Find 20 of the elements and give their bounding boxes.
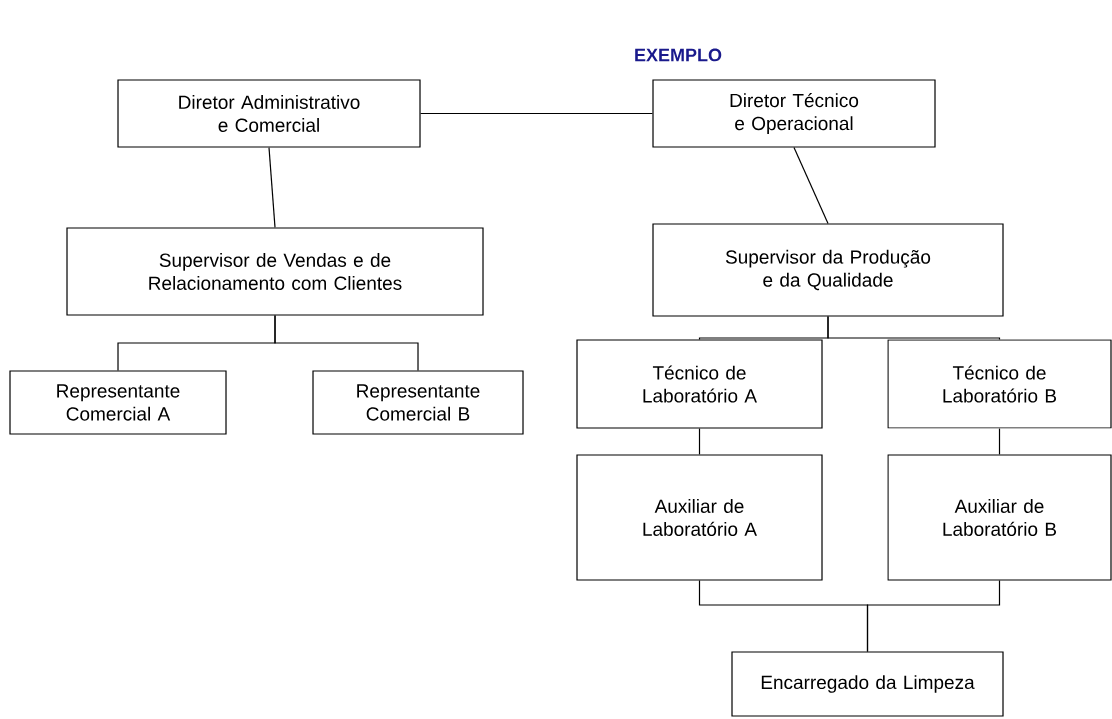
connector-line bbox=[866, 580, 1001, 652]
org-box: Representante Comercial B bbox=[312, 370, 524, 435]
connector-line bbox=[420, 112, 653, 115]
org-box: Auxiliar de Laboratório A bbox=[576, 454, 823, 581]
connector-line bbox=[274, 315, 419, 371]
org-box: Encarregado da Limpeza bbox=[731, 651, 1004, 717]
org-box: Diretor Administrativo e Comercial bbox=[117, 79, 421, 148]
org-box: Supervisor da Produção e da Qualidade bbox=[652, 223, 1004, 317]
connector-line bbox=[268, 147, 276, 228]
org-box: Representante Comercial A bbox=[9, 370, 227, 435]
connector-line bbox=[698, 428, 701, 455]
title: EXEMPLO bbox=[635, 48, 722, 62]
org-box: Diretor Técnico e Operacional bbox=[652, 79, 936, 148]
connector-line bbox=[827, 316, 1001, 340]
connector-line bbox=[998, 428, 1001, 455]
connector-line bbox=[793, 147, 829, 224]
org-box: Supervisor de Vendas e de Relacionamento com Clientes bbox=[66, 227, 484, 316]
org-box: Auxiliar de Laboratório B bbox=[887, 454, 1112, 581]
org-box: Técnico de Laboratório B bbox=[887, 339, 1112, 429]
org-box: Técnico de Laboratório A bbox=[576, 339, 823, 429]
